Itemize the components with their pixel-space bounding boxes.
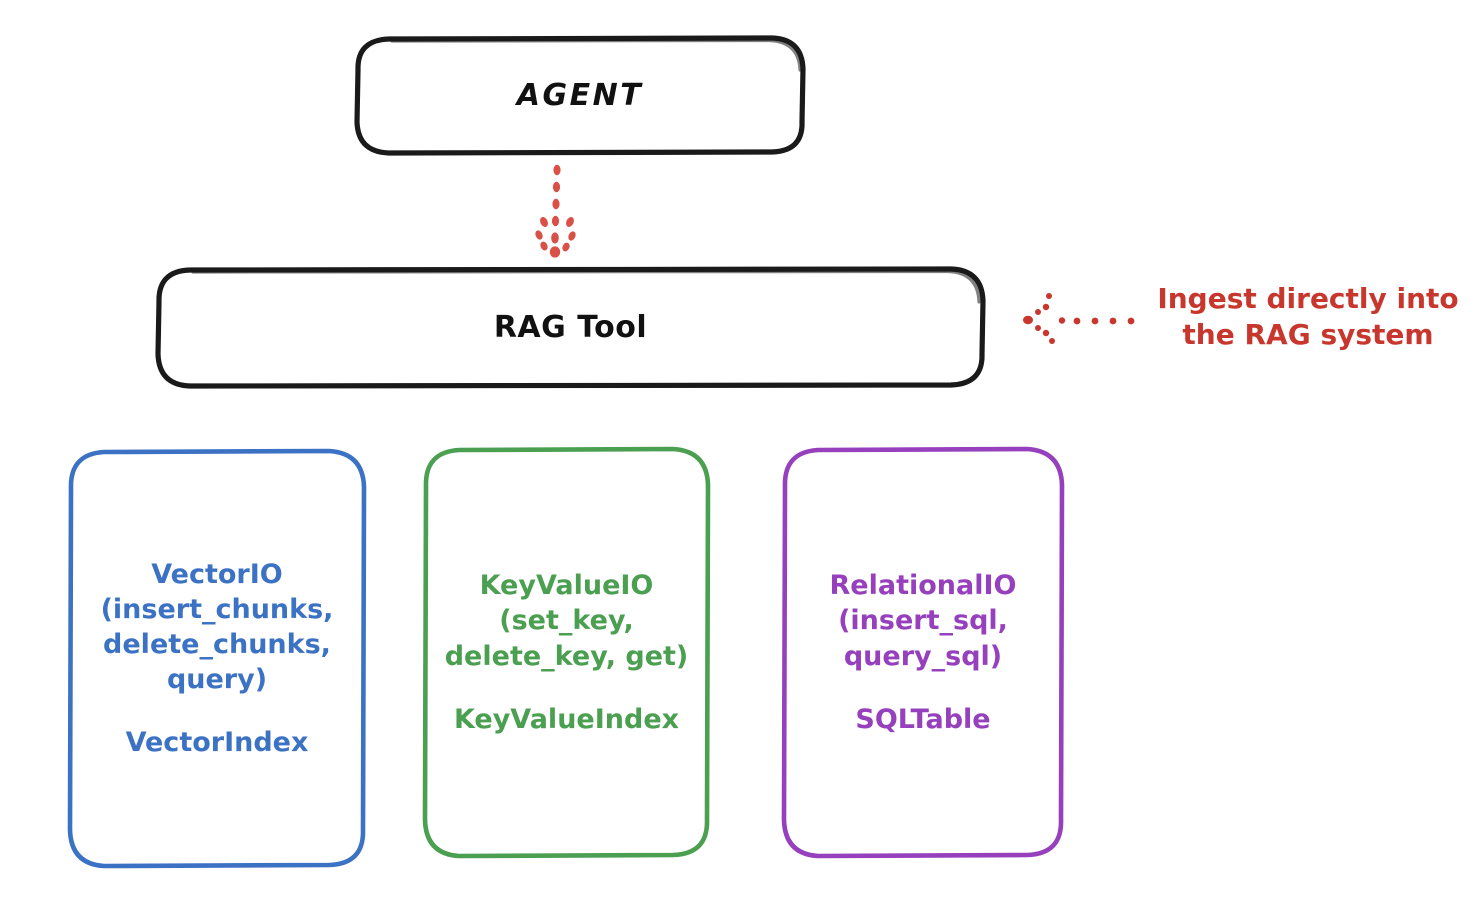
relational-store-box-shape (781, 446, 1065, 859)
agent-box-shape (354, 35, 806, 156)
ingest-arrow (1023, 293, 1135, 344)
vector-store-box-shape (67, 448, 367, 869)
keyvalue-store-box-shape (422, 446, 711, 859)
agent-to-rag-arrow (535, 164, 576, 258)
rag-tool-box-shape (155, 266, 986, 389)
